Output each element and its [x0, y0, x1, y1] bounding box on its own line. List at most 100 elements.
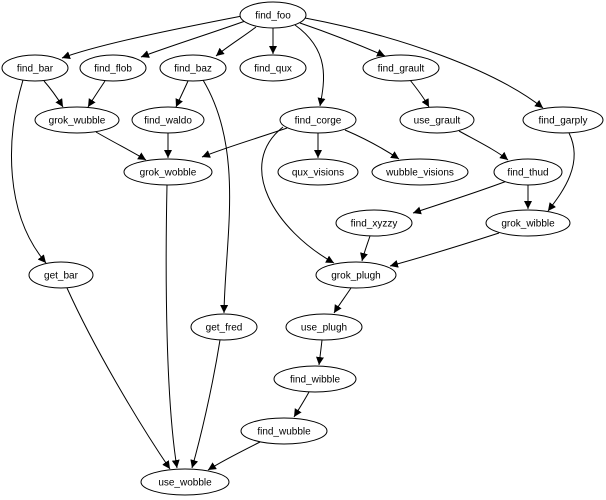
- node-shape: [493, 158, 563, 186]
- node-use-plugh: use_plugh: [285, 313, 363, 341]
- node-label: find_qux: [254, 64, 292, 75]
- node-label: grok_wibble: [501, 219, 555, 230]
- node-find-xyzzy: find_xyzzy: [335, 209, 413, 237]
- node-label: use_grault: [414, 116, 461, 127]
- edge-find-corge-to-grok-wobble: [201, 127, 288, 158]
- edge-get-fred-to-use-wobble: [190, 339, 221, 469]
- node-use-wobble: use_wobble: [140, 468, 230, 496]
- node-label: grok_plugh: [331, 271, 380, 282]
- node-shape: [371, 158, 469, 186]
- node-shape: [159, 54, 227, 82]
- node-label: find_bar: [17, 64, 54, 75]
- node-shape: [362, 54, 440, 82]
- node-find-corge: find_corge: [279, 106, 357, 134]
- node-label: qux_visions: [292, 168, 344, 179]
- node-find-foo: find_foo: [239, 1, 307, 29]
- edge-find-foo-to-find-bar: [61, 15, 243, 59]
- edge-grok-wibble-to-grok-plugh: [389, 232, 500, 268]
- node-get-bar: get_bar: [28, 261, 94, 289]
- node-shape: [140, 468, 230, 496]
- node-shape: [239, 54, 307, 82]
- node-label: find_corge: [295, 116, 342, 127]
- node-grok-wubble-1: grok_wubble: [34, 106, 120, 134]
- edge-find-thud-to-find-xyzzy: [412, 180, 508, 215]
- node-label: use_plugh: [301, 323, 347, 334]
- node-shape: [240, 417, 328, 445]
- node-find-thud: find_thud: [493, 158, 563, 186]
- edge-find-foo-to-find-baz: [215, 26, 257, 57]
- node-label: find_baz: [174, 64, 212, 75]
- node-get-fred: get_fred: [190, 313, 258, 341]
- node-shape: [399, 106, 475, 134]
- node-grok-wobble: grok_wobble: [123, 158, 213, 186]
- node-shape: [190, 313, 258, 341]
- node-find-garply: find_garply: [522, 106, 604, 134]
- edges: [11, 15, 575, 471]
- node-shape: [239, 1, 307, 29]
- node-shape: [522, 106, 604, 134]
- edge-find-foo-to-find-flob: [140, 19, 249, 58]
- node-label: grok_wubble: [49, 116, 106, 127]
- node-label: get_fred: [206, 323, 243, 334]
- node-use-grault: use_grault: [399, 106, 475, 134]
- edge-find-grault-to-use-grault: [409, 79, 430, 108]
- node-label: wubble_visions: [385, 168, 454, 179]
- node-label: find_grault: [378, 64, 425, 75]
- node-label: find_wubble: [257, 427, 311, 438]
- node-shape: [1, 54, 69, 82]
- node-shape: [285, 313, 363, 341]
- node-shape: [335, 209, 413, 237]
- node-shape: [79, 54, 147, 82]
- node-find-qux: find_qux: [239, 54, 307, 82]
- edge-find-corge-to-grok-plugh: [261, 126, 335, 264]
- node-grok-plugh: grok_plugh: [315, 261, 397, 289]
- node-shape: [123, 158, 213, 186]
- node-shape: [279, 106, 357, 134]
- node-label: get_bar: [44, 271, 79, 282]
- node-label: grok_wobble: [140, 168, 197, 179]
- edge-grok-wobble-to-use-wobble: [165, 184, 180, 469]
- edge-grok-wubble-1-to-grok-wobble: [95, 131, 147, 161]
- node-label: find_thud: [507, 168, 548, 179]
- node-label: find_waldo: [144, 116, 192, 127]
- edge-find-baz-to-get-fred: [202, 79, 231, 314]
- edge-find-flob-to-grok-wubble-1: [87, 80, 106, 108]
- edge-find-corge-to-wubble-visions: [344, 129, 400, 160]
- node-find-waldo: find_waldo: [131, 106, 205, 134]
- node-wubble-visions: wubble_visions: [371, 158, 469, 186]
- edge-find-garply-to-grok-wibble: [547, 132, 575, 212]
- edge-find-xyzzy-to-grok-plugh: [360, 235, 371, 262]
- node-shape: [273, 365, 357, 393]
- edge-find-foo-to-find-garply: [304, 17, 544, 109]
- node-find-grault: find_grault: [362, 54, 440, 82]
- node-find-flob: find_flob: [79, 54, 147, 82]
- edge-find-foo-to-find-corge: [294, 24, 326, 107]
- node-label: find_foo: [255, 11, 291, 22]
- edge-find-bar-to-get-bar: [11, 79, 47, 264]
- edge-find-baz-to-find-waldo: [175, 80, 189, 108]
- node-label: find_garply: [539, 116, 588, 127]
- node-grok-wibble: grok_wibble: [485, 209, 571, 237]
- node-find-bar: find_bar: [1, 54, 69, 82]
- node-shape: [28, 261, 94, 289]
- node-qux-visions: qux_visions: [277, 158, 359, 186]
- edge-get-bar-to-use-wobble: [66, 287, 171, 470]
- edge-find-bar-to-grok-wubble-1: [43, 80, 64, 108]
- edge-find-wubble-to-use-wobble: [207, 441, 261, 471]
- node-label: find_flob: [94, 64, 132, 75]
- node-find-baz: find_baz: [159, 54, 227, 82]
- edge-grok-plugh-to-use-plugh: [333, 287, 352, 314]
- node-shape: [315, 261, 397, 289]
- node-find-wibble: find_wibble: [273, 365, 357, 393]
- node-find-wubble: find_wubble: [240, 417, 328, 445]
- node-label: find_wibble: [290, 375, 340, 386]
- node-shape: [485, 209, 571, 237]
- node-shape: [277, 158, 359, 186]
- edge-use-grault-to-find-thud: [458, 130, 509, 161]
- edge-use-plugh-to-find-wibble: [316, 339, 324, 366]
- edge-find-wibble-to-find-wubble: [293, 391, 310, 418]
- node-shape: [131, 106, 205, 134]
- edge-find-foo-to-find-grault: [299, 22, 386, 57]
